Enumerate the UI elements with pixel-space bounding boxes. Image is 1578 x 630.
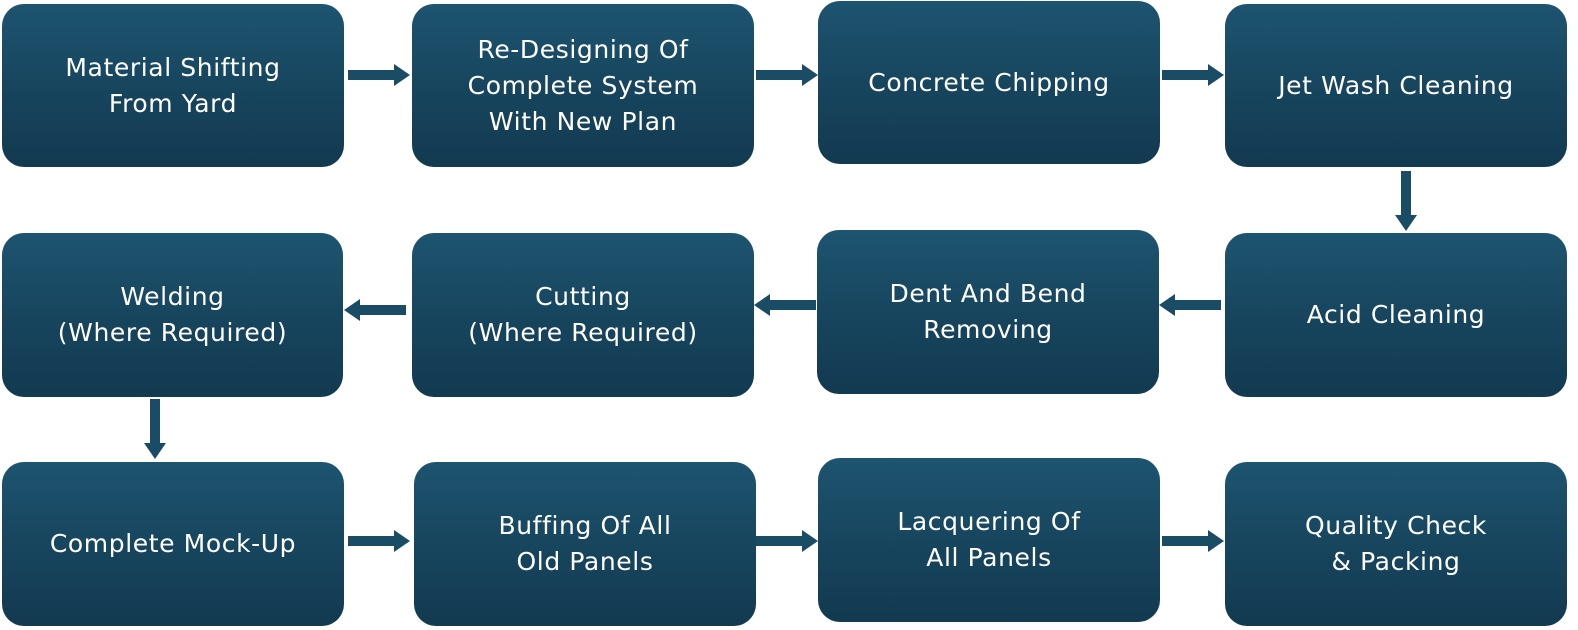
arrow-right-icon bbox=[348, 530, 410, 552]
step-label: Material Shifting From Yard bbox=[65, 52, 281, 118]
step-re-designing: Re-Designing Of Complete System With New… bbox=[412, 4, 754, 167]
step-complete-mock-up: Complete Mock-Up bbox=[2, 462, 344, 626]
arrow-right-icon bbox=[1162, 64, 1224, 86]
arrow-right-icon bbox=[1162, 530, 1224, 552]
step-material-shifting: Material Shifting From Yard bbox=[2, 4, 344, 167]
arrow-right-icon bbox=[756, 530, 818, 552]
step-label: Dent And Bend Removing bbox=[889, 279, 1087, 344]
step-label: Buffing Of All Old Panels bbox=[498, 511, 672, 576]
step-dent-and-bend: Dent And Bend Removing bbox=[817, 230, 1159, 394]
step-label: Cutting (Where Required) bbox=[468, 282, 698, 347]
step-label: Acid Cleaning bbox=[1306, 300, 1486, 329]
step-lacquering: Lacquering Of All Panels bbox=[818, 458, 1160, 622]
step-label: Quality Check & Packing bbox=[1305, 511, 1487, 576]
step-buffing: Buffing Of All Old Panels bbox=[414, 462, 756, 626]
arrow-left-icon bbox=[344, 299, 406, 321]
arrow-left-icon bbox=[754, 294, 816, 316]
step-label: Welding (Where Required) bbox=[57, 282, 288, 347]
step-label: Concrete Chipping bbox=[868, 67, 1110, 97]
step-label: Lacquering Of All Panels bbox=[897, 507, 1081, 572]
step-quality-check: Quality Check & Packing bbox=[1225, 462, 1567, 626]
arrow-down-icon bbox=[144, 399, 166, 459]
arrow-left-icon bbox=[1159, 294, 1221, 316]
arrow-right-icon bbox=[756, 64, 818, 86]
step-jet-wash-cleaning: Jet Wash Cleaning bbox=[1225, 4, 1567, 167]
step-concrete-chipping: Concrete Chipping bbox=[818, 1, 1160, 164]
step-acid-cleaning: Acid Cleaning bbox=[1225, 233, 1567, 397]
step-label: Re-Designing Of Complete System With New… bbox=[467, 34, 699, 136]
arrow-down-icon bbox=[1395, 171, 1417, 231]
step-label: Jet Wash Cleaning bbox=[1278, 70, 1514, 100]
step-label: Complete Mock-Up bbox=[49, 529, 297, 558]
step-cutting: Cutting (Where Required) bbox=[412, 233, 754, 397]
arrow-right-icon bbox=[348, 64, 410, 86]
step-welding: Welding (Where Required) bbox=[2, 233, 343, 397]
